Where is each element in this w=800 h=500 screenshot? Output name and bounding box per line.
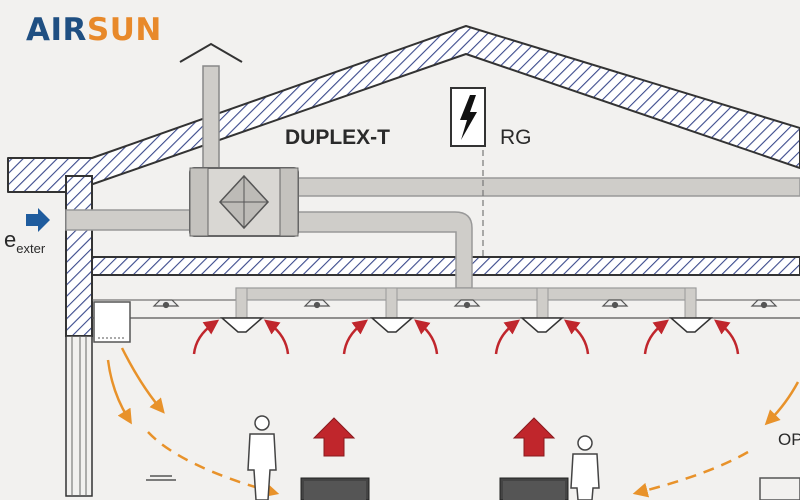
exhaust-grille [303, 299, 331, 309]
supply-diffuser [669, 317, 713, 333]
intake-arrow-icon [26, 208, 50, 232]
supply-diffuser [220, 317, 264, 333]
controller [450, 87, 486, 257]
exterior-label: eexter [4, 227, 46, 256]
brand-logo-part1: AIR [26, 12, 87, 48]
left-wall [65, 175, 93, 497]
wall-box [93, 301, 131, 343]
right-edge-label: OP [778, 430, 800, 449]
person-icon [247, 415, 277, 500]
supply-diffuser [370, 317, 414, 333]
person-icon [570, 435, 600, 500]
ceiling-grilles [152, 299, 778, 309]
exterior-label-main: e [4, 227, 16, 252]
high-voltage-icon [460, 95, 477, 140]
controller-label: RG [500, 126, 532, 149]
up-arrow-icon [312, 417, 356, 457]
furniture [146, 475, 800, 500]
ductwork [65, 177, 800, 319]
floor-units [300, 417, 569, 500]
exterior-label-sub: exter [16, 241, 46, 256]
supply-diffusers [220, 317, 713, 333]
brand-logo: AIRSUN [26, 12, 162, 48]
exhaust-chimney [179, 42, 243, 171]
supply-airflow-arrows [192, 319, 740, 355]
supply-diffuser [520, 317, 564, 333]
exhaust-grille [601, 299, 629, 309]
room-airflow-arrows [106, 347, 800, 498]
brand-logo-part2: SUN [86, 12, 162, 48]
up-arrow-icon [512, 417, 556, 457]
unit-label: DUPLEX-T [285, 126, 390, 149]
exhaust-grille [750, 299, 778, 309]
exhaust-grille [453, 299, 481, 309]
exhaust-grille [152, 299, 180, 309]
heat-recovery-unit [189, 167, 299, 237]
roof [7, 25, 800, 193]
